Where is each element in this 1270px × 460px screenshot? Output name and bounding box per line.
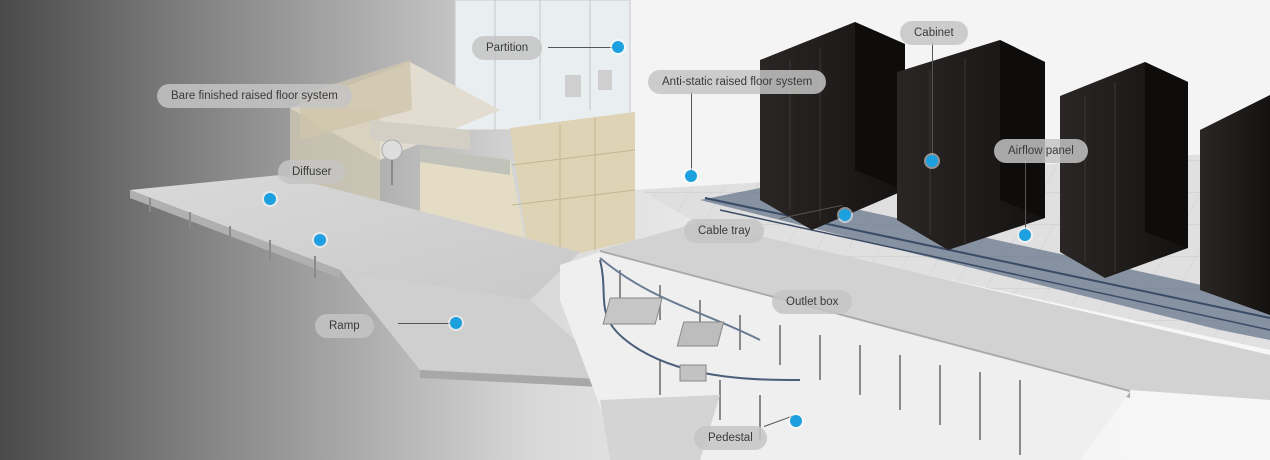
label-partition: Partition bbox=[472, 36, 543, 60]
marker-airflow-panel[interactable] bbox=[1019, 229, 1031, 241]
marker-pedestal[interactable] bbox=[790, 415, 802, 427]
label-outlet-box: Outlet box bbox=[772, 290, 853, 314]
cabinet-leader-line bbox=[932, 42, 933, 160]
anti-static-floor-platform bbox=[600, 222, 1270, 400]
ramp-surface bbox=[340, 270, 620, 380]
label-bare-finished-raised-floor: Bare finished raised floor system bbox=[157, 84, 352, 108]
label-cabinet: Cabinet bbox=[900, 21, 968, 45]
outlet-box-shape bbox=[602, 297, 663, 325]
label-airflow-panel: Airflow panel bbox=[994, 139, 1088, 163]
bare-floor-platform bbox=[130, 175, 580, 300]
marker-ramp[interactable] bbox=[450, 317, 462, 329]
marker-partition[interactable] bbox=[612, 41, 624, 53]
label-pedestal: Pedestal bbox=[694, 426, 767, 450]
label-anti-static-raised-floor: Anti-static raised floor system bbox=[648, 70, 827, 94]
label-diffuser: Diffuser bbox=[278, 160, 346, 184]
airflow-leader-line bbox=[1025, 160, 1026, 234]
anti-static-leader-line bbox=[691, 92, 692, 175]
label-cable-tray: Cable tray bbox=[684, 219, 765, 243]
marker-bare-floor[interactable] bbox=[314, 234, 326, 246]
ramp-leader-line bbox=[398, 323, 456, 324]
partition-leader-line bbox=[548, 47, 618, 48]
marker-diffuser[interactable] bbox=[264, 193, 276, 205]
label-ramp: Ramp bbox=[315, 314, 374, 338]
marker-anti-static[interactable] bbox=[685, 170, 697, 182]
marker-cable-tray[interactable] bbox=[839, 209, 851, 221]
marker-cabinet[interactable] bbox=[926, 155, 938, 167]
